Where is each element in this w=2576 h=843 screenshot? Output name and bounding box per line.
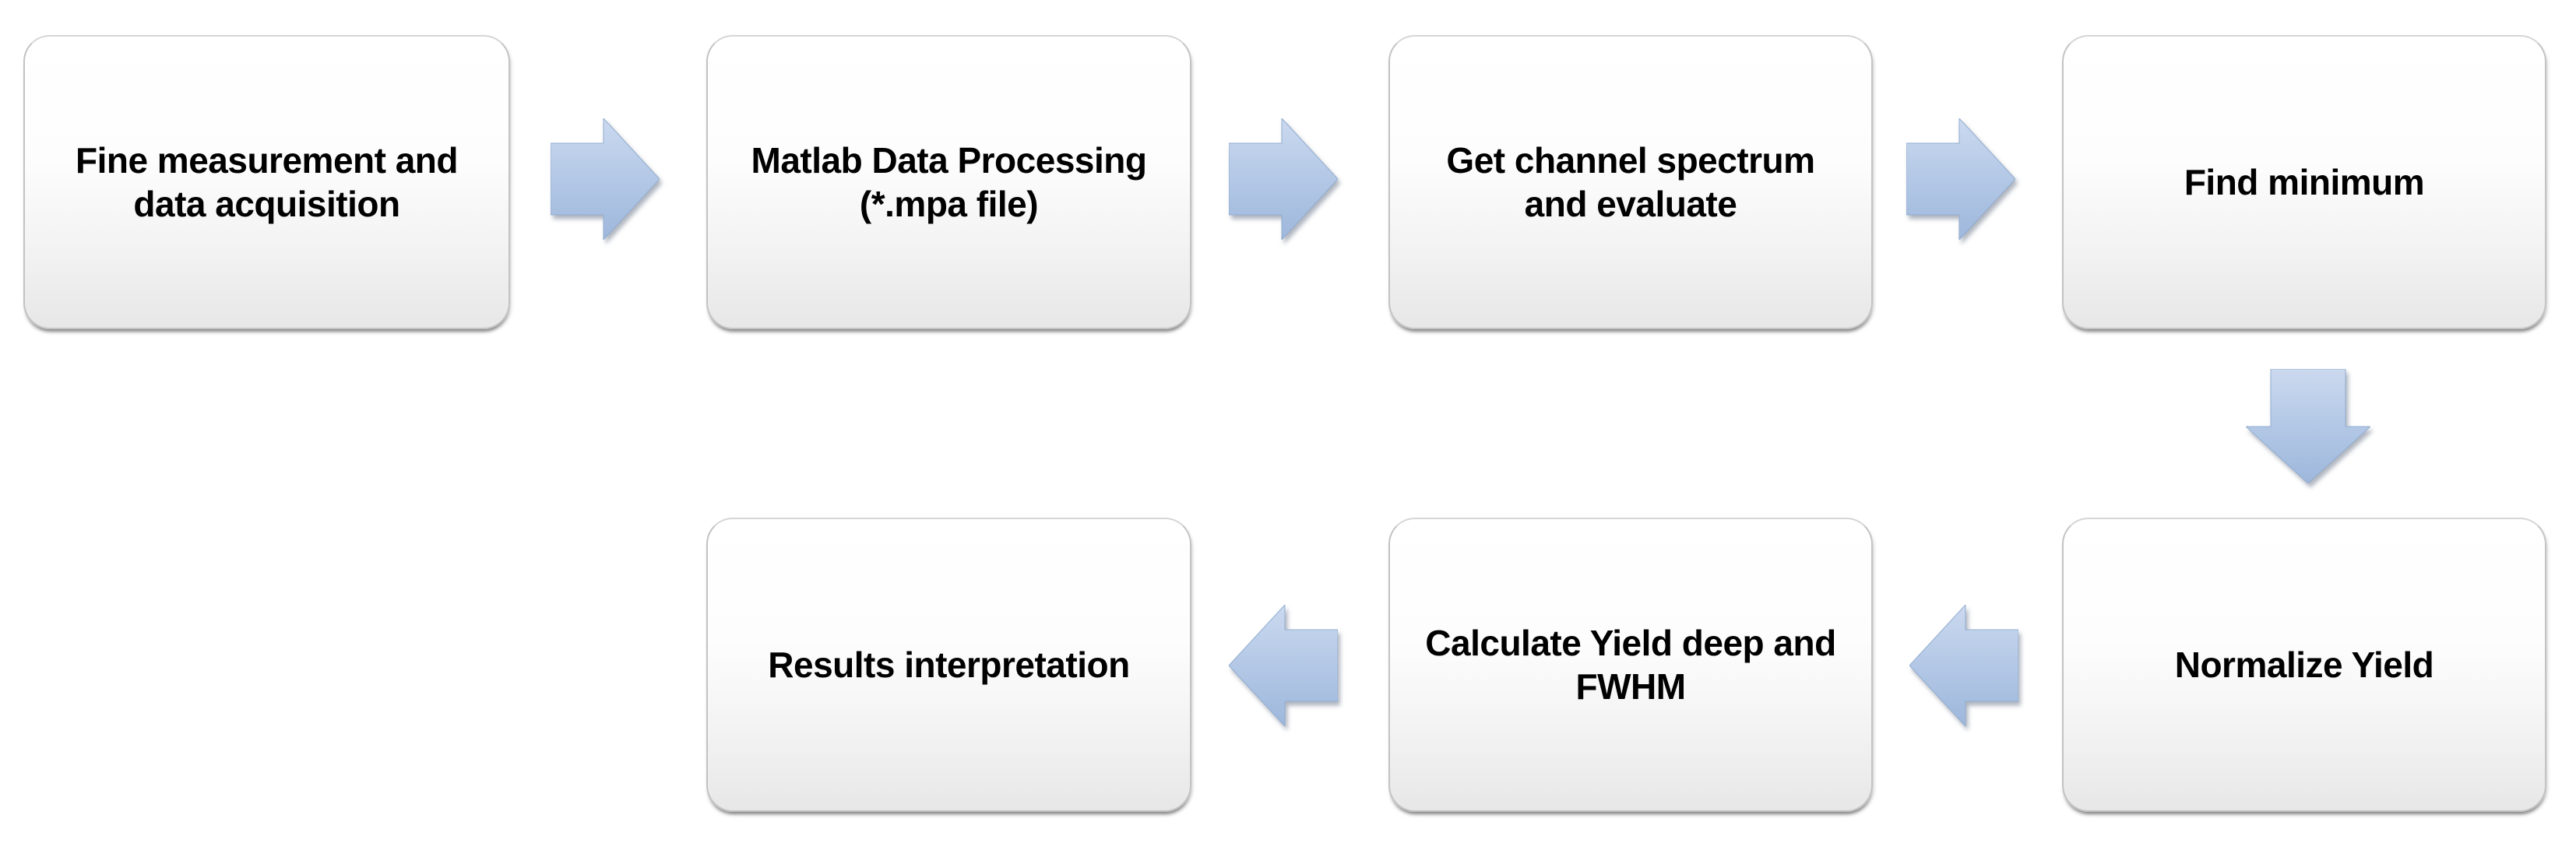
flow-box-text-line: data acquisition <box>133 184 400 224</box>
right-arrow-icon <box>551 118 660 240</box>
down-arrow-icon <box>2246 369 2370 483</box>
flow-box-text-line: and evaluate <box>1524 184 1737 224</box>
flow-box-fine-measurement: Fine measurement and data acquisition <box>23 35 510 329</box>
left-arrow-icon <box>1909 605 2018 726</box>
flow-box-calculate-yield: Calculate Yield deep and FWHM <box>1388 518 1873 812</box>
flow-box-text-line: Matlab Data Processing <box>751 140 1147 181</box>
flow-box-find-minimum: Find minimum <box>2062 35 2546 329</box>
flow-box-results-interpretation: Results interpretation <box>706 518 1191 812</box>
flow-box-text-line: Get channel spectrum <box>1446 140 1815 181</box>
flow-box-text-line: Normalize Yield <box>2174 645 2434 685</box>
right-arrow-icon <box>1906 118 2015 240</box>
left-arrow-icon <box>1229 605 1338 726</box>
flow-box-text-line: Find minimum <box>2184 162 2425 202</box>
flow-box-text-line: (*.mpa file) <box>859 184 1039 224</box>
flow-box-text-line: FWHM <box>1575 666 1686 707</box>
flow-box-normalize-yield: Normalize Yield <box>2062 518 2546 812</box>
flow-box-text-line: Fine measurement and <box>75 140 459 181</box>
flow-box-text-line: Results interpretation <box>768 645 1130 685</box>
flow-box-text-line: Calculate Yield deep and <box>1425 623 1836 663</box>
right-arrow-icon <box>1229 118 1338 240</box>
flow-box-channel-spectrum: Get channel spectrum and evaluate <box>1388 35 1873 329</box>
flow-box-matlab-processing: Matlab Data Processing (*.mpa file) <box>706 35 1191 329</box>
